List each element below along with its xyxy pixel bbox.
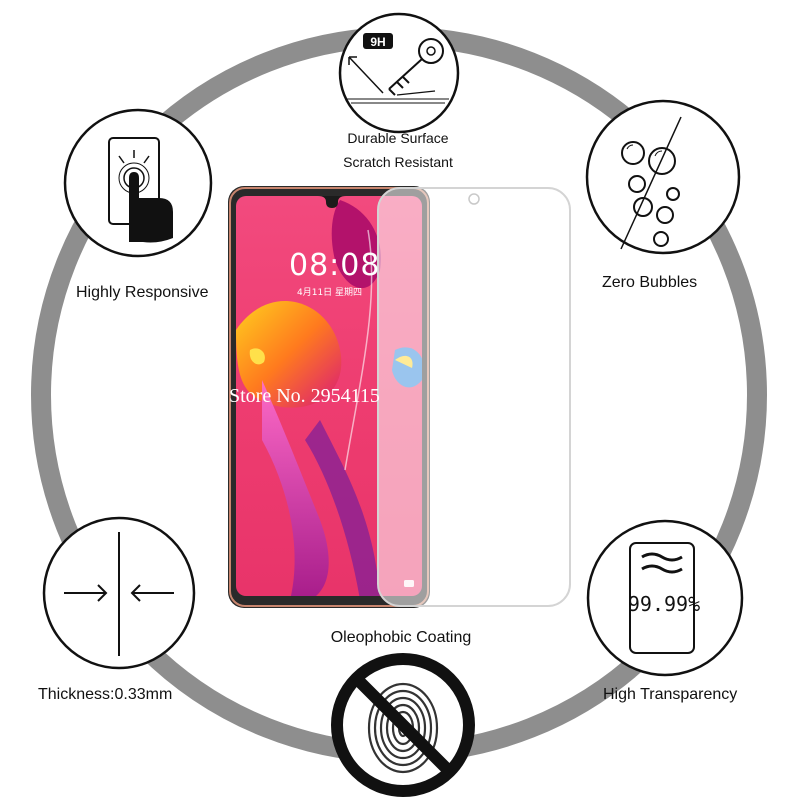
- durable-surface-label: Durable Surface: [347, 130, 449, 146]
- zero-bubbles-feature: [585, 99, 741, 255]
- zero-bubbles-label: Zero Bubbles: [602, 274, 698, 291]
- thickness-feature: [42, 516, 196, 670]
- phone-clock: 08:08: [289, 248, 381, 283]
- oleophobic-coating-label: Oleophobic Coating: [330, 629, 472, 646]
- phone-date: 4月11日 星期四: [297, 288, 363, 298]
- transparency-icon: 99.99%: [586, 519, 744, 677]
- touch-finger-icon: [63, 108, 213, 258]
- highly-responsive-label: Highly Responsive: [76, 284, 209, 301]
- store-watermark: Store No. 2954115: [229, 385, 380, 407]
- high-transparency-label: High Transparency: [603, 686, 738, 703]
- durable-surface-feature: 9H: [337, 11, 461, 135]
- key-scratch-icon: 9H: [338, 12, 460, 134]
- arrows-thickness-icon: [42, 516, 196, 670]
- transparency-value: 99.99%: [628, 592, 700, 616]
- thickness-label: Thickness:0.33mm: [38, 686, 173, 703]
- oleophobic-feature: [330, 652, 476, 798]
- scratch-resistant-label: Scratch Resistant: [343, 154, 453, 170]
- high-transparency-feature: 99.99%: [586, 519, 744, 677]
- bubbles-icon: [585, 99, 741, 255]
- highly-responsive-feature: [63, 108, 213, 258]
- hardness-badge: 9H: [370, 35, 385, 49]
- no-fingerprint-icon: [331, 653, 475, 797]
